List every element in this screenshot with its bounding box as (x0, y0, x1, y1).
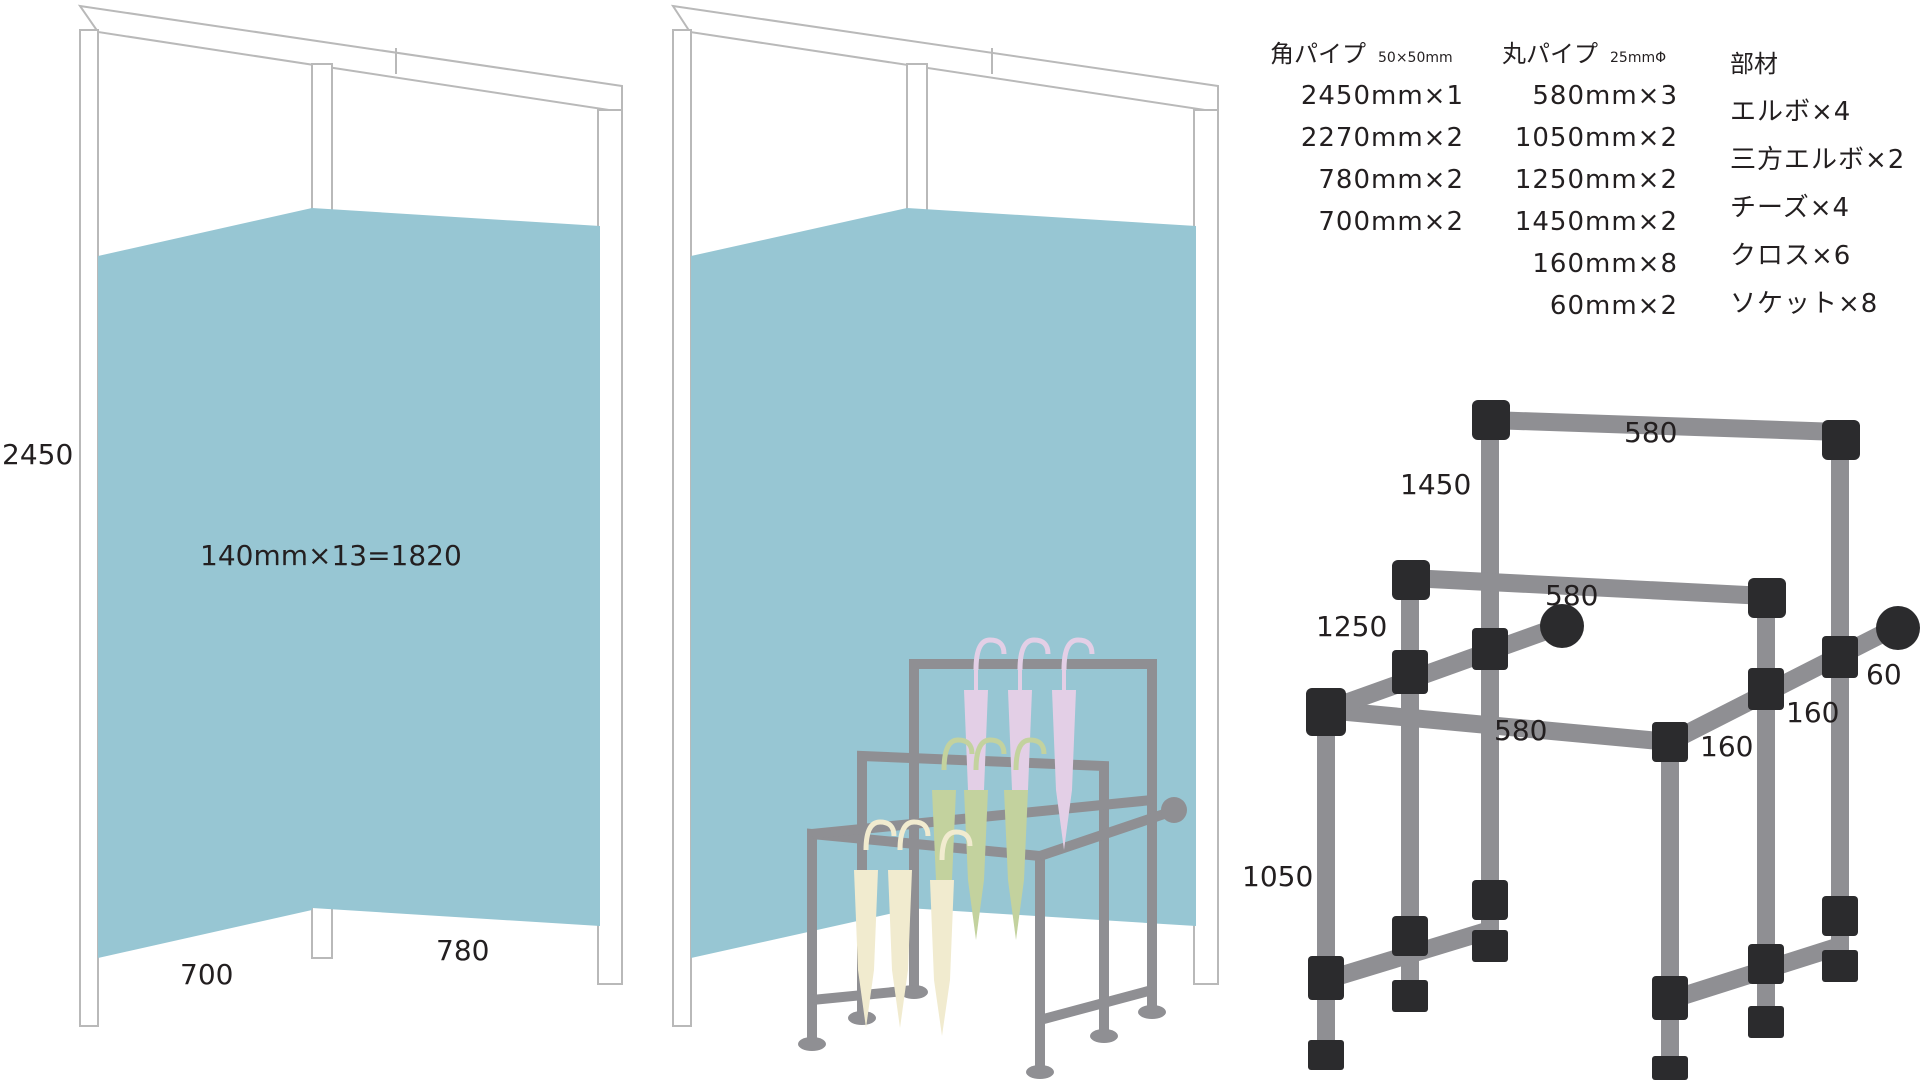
square-pipe-title: 角パイプ (1270, 40, 1366, 68)
round-pipe-item: 60mm×2 (1550, 291, 1678, 321)
square-pipe-item: 700mm×2 (1318, 207, 1464, 237)
umbrellas-green (932, 737, 1047, 940)
booth-middle-frame (670, 4, 1219, 114)
booth-middle-post-center (906, 63, 928, 215)
parts-item: チーズ×4 (1730, 193, 1850, 223)
rack-dim-60: 60 (1866, 658, 1902, 691)
rack-dim-160-b: 160 (1786, 696, 1839, 729)
dim-width-700: 700 (180, 958, 233, 991)
square-pipe-item: 780mm×2 (1318, 165, 1464, 195)
booth-left-panel-left (98, 208, 312, 958)
parts-item: クロス×6 (1730, 241, 1851, 271)
rack-dim-580-top: 580 (1624, 416, 1677, 449)
round-pipe-title: 丸パイプ (1502, 40, 1598, 68)
round-pipe-item: 1050mm×2 (1515, 123, 1678, 153)
parts-item: エルボ×4 (1730, 97, 1851, 127)
round-pipe-item: 580mm×3 (1532, 81, 1678, 111)
booth-middle (670, 4, 1219, 1079)
booth-middle-post-right (1193, 109, 1219, 985)
rack-dim-1050: 1050 (1242, 860, 1313, 893)
materials-list: 角パイプ 50×50mm 2450mm×1 2270mm×2 780mm×2 7… (1270, 40, 1905, 321)
dim-panel-1820: 140mm×13=1820 (200, 539, 462, 572)
rack-dim-580-mid: 580 (1545, 579, 1598, 612)
round-pipe-size: 25mmΦ (1610, 50, 1666, 66)
booth-middle-panel-left (691, 208, 907, 958)
booth-left: 2450 140mm×13=1820 700 780 (2, 4, 623, 1027)
booth-left-frame (77, 4, 623, 114)
dim-width-780: 780 (436, 934, 489, 967)
booth-left-panel-right (312, 208, 600, 926)
booth-middle-post-left (672, 29, 692, 1027)
round-pipe-item: 1250mm×2 (1515, 165, 1678, 195)
rack-dim-1450: 1450 (1400, 468, 1471, 501)
parts-title: 部材 (1730, 50, 1778, 78)
rack-dim-1250: 1250 (1316, 610, 1387, 643)
square-pipe-item: 2270mm×2 (1301, 123, 1464, 153)
round-pipe-item: 1450mm×2 (1515, 207, 1678, 237)
rack-dim-160-a: 160 (1700, 730, 1753, 763)
pipe-rack-assembly: 580 1450 580 1250 580 160 160 60 1050 (1242, 400, 1920, 1080)
parts-item: ソケット×8 (1730, 289, 1878, 319)
round-pipe-item: 160mm×8 (1532, 249, 1678, 279)
dim-height-2450: 2450 (2, 438, 73, 471)
rack-dim-580-low: 580 (1494, 714, 1547, 747)
booth-left-post-left (79, 29, 99, 1027)
square-pipe-size: 50×50mm (1378, 50, 1453, 66)
umbrellas-cream (854, 819, 973, 1036)
rack-feet (798, 985, 1166, 1079)
parts-item: 三方エルボ×2 (1730, 145, 1905, 175)
square-pipe-item: 2450mm×1 (1301, 81, 1464, 111)
booth-left-post-right (597, 109, 623, 985)
rack-end-cap (1161, 797, 1187, 823)
